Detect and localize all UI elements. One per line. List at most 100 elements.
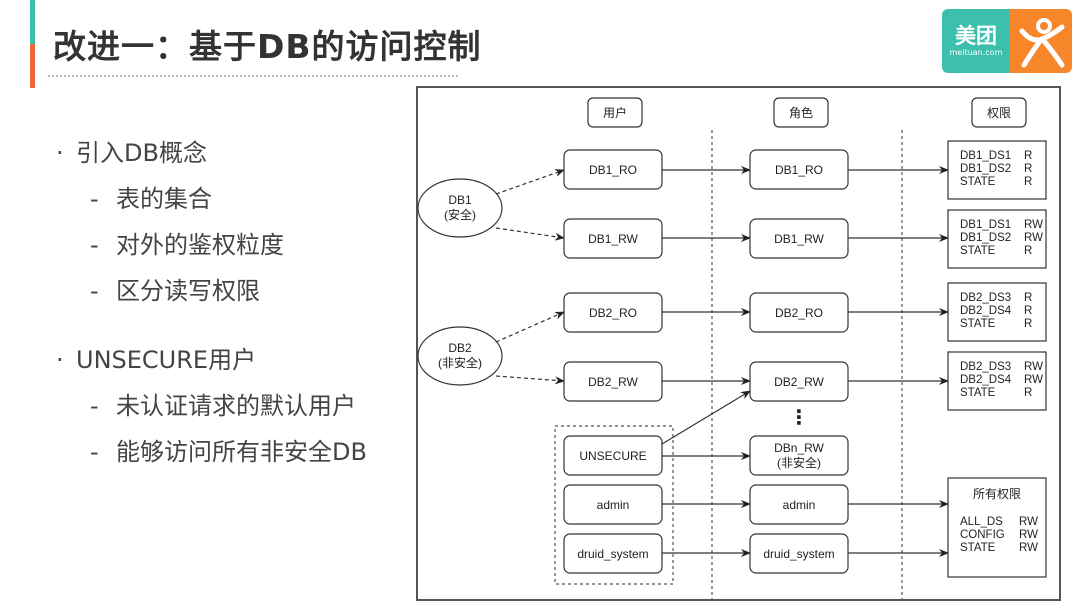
svg-text:(非安全): (非安全)	[438, 355, 482, 370]
bullet-item: ·引入DB概念	[56, 139, 207, 167]
role-db2-rw: DB2_RW	[749, 361, 849, 402]
svg-text:RW: RW	[1019, 542, 1038, 554]
svg-text:R: R	[1024, 163, 1032, 175]
svg-text:DB2_RO: DB2_RO	[589, 306, 637, 320]
db2-to-db2-ro-edge	[495, 311, 565, 343]
svg-text:DB1_RW: DB1_RW	[588, 232, 638, 246]
svg-text:所有权限: 所有权限	[973, 487, 1021, 501]
db1-to-db1-rw-edge	[495, 227, 565, 241]
user-db2-ro: DB2_RO	[563, 292, 663, 333]
svg-text:R: R	[1024, 245, 1032, 257]
svg-text:ALL_DS: ALL_DS	[960, 516, 1003, 528]
svg-text:DB2: DB2	[448, 341, 472, 355]
svg-text:R: R	[1024, 150, 1032, 162]
header-roles: 角色	[773, 97, 829, 128]
access-control-diagram: 用户 角色 权限 DB1 (安全) DB2 (非安全) DB1_RO DB1_R…	[417, 97, 1047, 599]
role-druid-system: druid_system	[749, 533, 849, 574]
running-person-icon	[1010, 9, 1072, 73]
db1-node: DB1 (安全)	[417, 178, 503, 238]
db2-node: DB2 (非安全)	[417, 326, 503, 386]
svg-text:DB1_DS2: DB1_DS2	[960, 232, 1011, 244]
sub-bullet-item: -对外的鉴权粒度	[90, 231, 284, 259]
perm-all: 所有权限 ALL_DS RW CONFIG RW STATE RW	[947, 477, 1047, 578]
svg-text:admin: admin	[597, 498, 630, 512]
user-db1-ro: DB1_RO	[563, 149, 663, 190]
db2-to-db2-rw-edge	[495, 375, 565, 385]
svg-text:DB2_DS3: DB2_DS3	[960, 361, 1011, 373]
sub-bullet-item: -区分读写权限	[90, 277, 260, 305]
slide-title: 改进一：基于DB的访问控制	[53, 27, 482, 66]
accent-bar-teal	[30, 0, 35, 44]
bullet-item: ·UNSECURE用户	[56, 346, 257, 374]
svg-text:UNSECURE: UNSECURE	[579, 449, 646, 463]
user-unsecure: UNSECURE	[563, 435, 663, 476]
svg-text:admin: admin	[783, 498, 816, 512]
role-db2-ro: DB2_RO	[749, 292, 849, 333]
svg-text:RW: RW	[1024, 374, 1043, 386]
logo-en-text: meituan.com	[949, 48, 1003, 57]
svg-text:(安全): (安全)	[444, 207, 476, 222]
sub-bullet-item: -未认证请求的默认用户	[90, 392, 356, 420]
svg-text:STATE: STATE	[960, 387, 996, 399]
svg-text:DB2_DS4: DB2_DS4	[960, 374, 1012, 386]
svg-text:STATE: STATE	[960, 176, 996, 188]
edge-unsecure-to-db2-rw	[661, 390, 751, 445]
svg-text:RW: RW	[1024, 232, 1043, 244]
svg-text:DB1_DS1: DB1_DS1	[960, 219, 1011, 231]
svg-text:(非安全): (非安全)	[777, 455, 821, 470]
svg-text:CONFIG: CONFIG	[960, 529, 1005, 541]
sub-bullet-item: -表的集合	[90, 185, 212, 213]
role-db1-ro: DB1_RO	[749, 149, 849, 190]
svg-text:DB2_RO: DB2_RO	[775, 306, 823, 320]
svg-text:R: R	[1024, 305, 1032, 317]
title-divider	[48, 75, 458, 77]
svg-text:DB1_DS2: DB1_DS2	[960, 163, 1011, 175]
svg-text:R: R	[1024, 292, 1032, 304]
user-admin: admin	[563, 484, 663, 525]
user-druid-system: druid_system	[563, 533, 663, 574]
role-dbn-rw: DBn_RW (非安全)	[749, 435, 849, 476]
accent-bar-orange	[30, 44, 35, 88]
svg-text:角色: 角色	[789, 106, 813, 120]
svg-text:R: R	[1024, 318, 1032, 330]
logo-text-block: 美团 meituan.com	[942, 9, 1010, 73]
header-users: 用户	[587, 97, 643, 128]
svg-text:RW: RW	[1019, 529, 1038, 541]
svg-text:RW: RW	[1024, 361, 1043, 373]
sub-bullet-item: -能够访问所有非安全DB	[90, 438, 367, 466]
svg-text:RW: RW	[1024, 219, 1043, 231]
svg-text:DB1: DB1	[448, 193, 472, 207]
svg-text:R: R	[1024, 176, 1032, 188]
logo-cn-text: 美团	[955, 24, 997, 48]
svg-text:DB1_RO: DB1_RO	[589, 163, 637, 177]
svg-text:STATE: STATE	[960, 542, 996, 554]
db1-to-db1-ro-edge	[495, 169, 565, 195]
svg-text:用户: 用户	[603, 105, 627, 120]
svg-text:DB2_RW: DB2_RW	[774, 375, 824, 389]
svg-text:DB1_DS1: DB1_DS1	[960, 150, 1011, 162]
header-permissions: 权限	[971, 97, 1027, 128]
svg-text:druid_system: druid_system	[577, 547, 648, 561]
user-db2-rw: DB2_RW	[563, 361, 663, 402]
svg-text:DB1_RW: DB1_RW	[774, 232, 824, 246]
svg-text:STATE: STATE	[960, 318, 996, 330]
svg-text:DB2_RW: DB2_RW	[588, 375, 638, 389]
svg-text:STATE: STATE	[960, 245, 996, 257]
svg-text:DB2_DS4: DB2_DS4	[960, 305, 1012, 317]
svg-text:DB2_DS3: DB2_DS3	[960, 292, 1011, 304]
svg-text:druid_system: druid_system	[763, 547, 834, 561]
role-db1-rw: DB1_RW	[749, 218, 849, 259]
meituan-logo: 美团 meituan.com	[942, 9, 1072, 73]
user-db1-rw: DB1_RW	[563, 218, 663, 259]
svg-text:R: R	[1024, 387, 1032, 399]
role-admin: admin	[749, 484, 849, 525]
svg-text:RW: RW	[1019, 516, 1038, 528]
svg-text:权限: 权限	[987, 106, 1011, 120]
svg-text:DB1_RO: DB1_RO	[775, 163, 823, 177]
ellipsis-icon: ⋮	[789, 407, 809, 429]
svg-text:DBn_RW: DBn_RW	[774, 441, 824, 455]
